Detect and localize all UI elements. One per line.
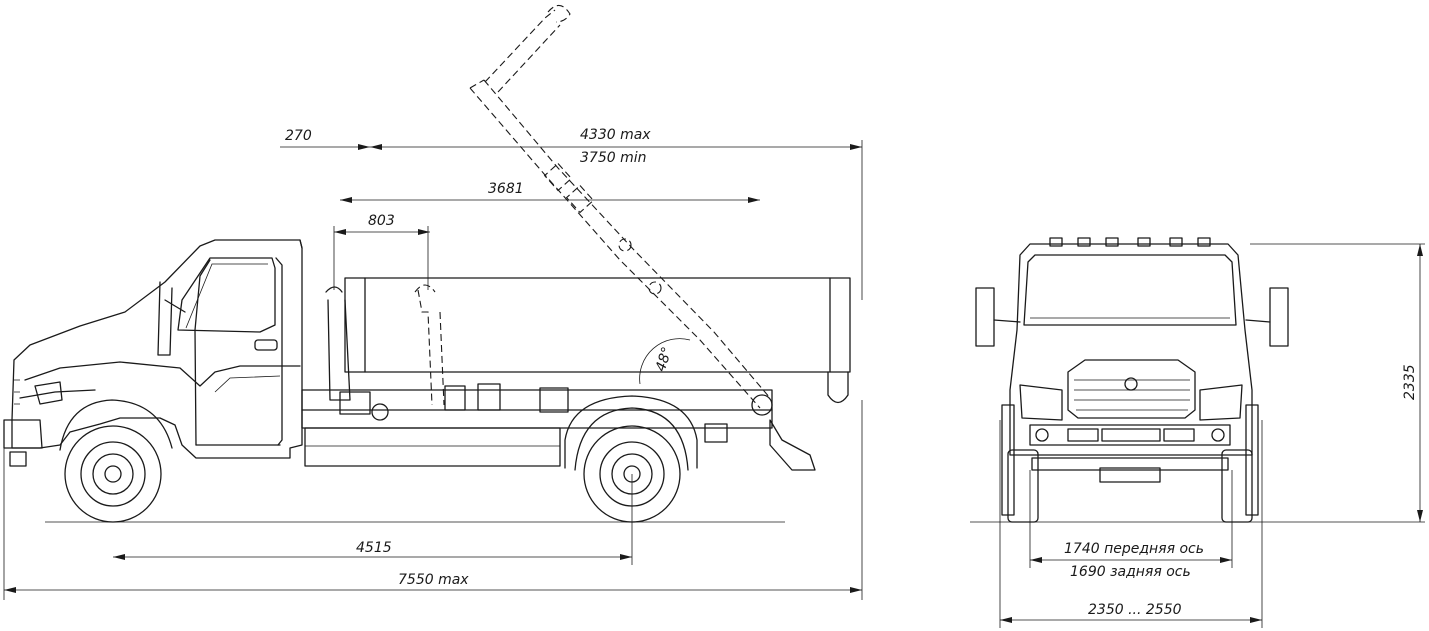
front-view: 2335 1740 передняя ось 1690 задняя ось 2…: [970, 237, 1425, 628]
front-dimensions: [999, 243, 1425, 628]
dim-wheelbase: 4515: [356, 540, 392, 556]
container: [325, 277, 851, 404]
hook-arm-lowered: [414, 284, 445, 406]
dim-overhang-front: 270: [285, 128, 312, 144]
tilt-angle-arc: [639, 338, 691, 385]
chassis: [301, 383, 816, 471]
side-dimensions: [3, 140, 863, 600]
dim-hook-offset: 803: [368, 213, 395, 229]
front-wheel: [64, 425, 162, 523]
cab: [3, 239, 303, 467]
dim-hook-reach: 3681: [488, 181, 524, 197]
dim-width: 2350 ... 2550: [1088, 602, 1182, 618]
dim-body-length-min: 3750 min: [580, 150, 646, 166]
dim-track-front: 1740 передняя ось: [1064, 541, 1204, 557]
dim-height: 2335: [1402, 364, 1418, 400]
dim-track-rear: 1690 задняя ось: [1070, 564, 1191, 580]
dim-overall-length: 7550 max: [398, 572, 469, 588]
dim-body-length-max: 4330 max: [580, 127, 651, 143]
side-view: 270 4330 max 3750 min 3681 803 48° 4515 …: [3, 4, 863, 600]
roof-lights: [1049, 237, 1211, 247]
dim-tilt-angle: 48°: [653, 345, 676, 374]
hook-arm-raised: [469, 4, 773, 416]
